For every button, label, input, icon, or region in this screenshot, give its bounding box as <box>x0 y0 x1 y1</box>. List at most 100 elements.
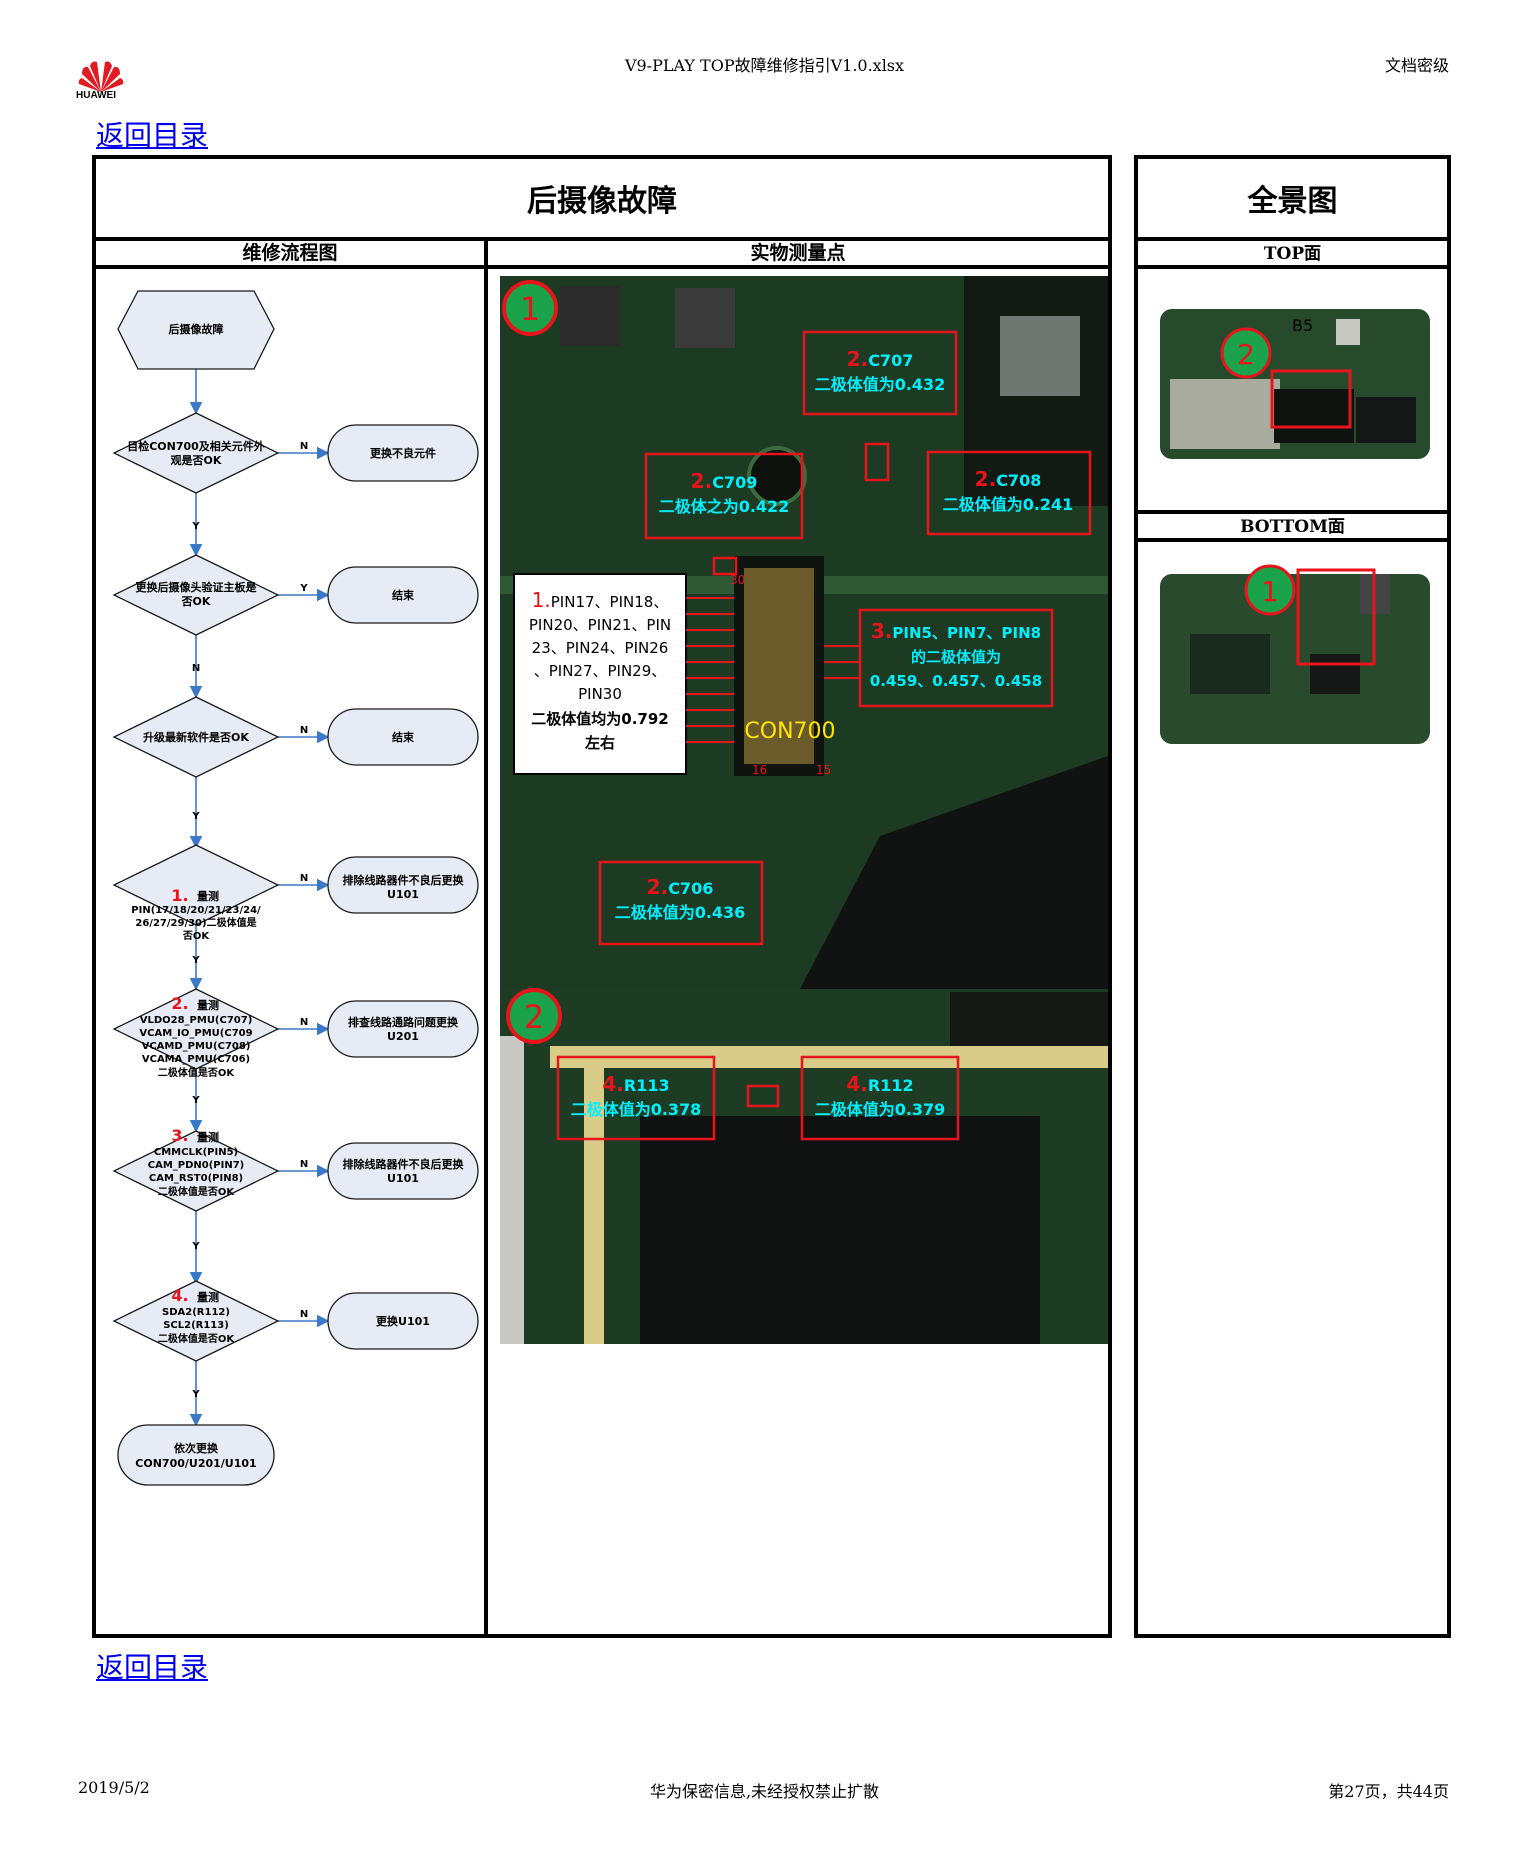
svg-text:1.PIN17、PIN18、: 1.PIN17、PIN18、 <box>532 588 669 612</box>
flow-no-label: N <box>300 1017 308 1028</box>
pins-main-line4: 、PIN27、PIN29、 <box>534 662 667 680</box>
flow-decision-6-line5: 二极体值是否OK <box>158 1185 236 1198</box>
svg-text:2.C707: 2.C707 <box>847 347 914 371</box>
marker-1-icon <box>502 280 558 336</box>
column-divider <box>484 241 488 1634</box>
flow-decision-3: 升级最新软件是否OK <box>143 730 249 744</box>
back-to-toc-link-top[interactable]: 返回目录 <box>96 119 209 152</box>
pins-main-line7: 左右 <box>584 734 615 752</box>
pins-main-line1: PIN17、PIN18、 <box>551 593 669 611</box>
flow-start-label: 后摄像故障 <box>169 322 224 336</box>
bottom-side-label: BOTTOM面 <box>1138 510 1447 542</box>
flow-decision-6-line4: CAM_RST0(PIN8) <box>149 1173 243 1184</box>
top-marker-icon <box>1220 327 1272 379</box>
measurement-board-photos: 1 2.C707 二极体值为0.432 2.C709 二极体之为0.422 2.… <box>500 276 1108 1344</box>
flow-action-1: 更换不良元件 <box>370 446 436 460</box>
marker-1-label: 1 <box>520 290 540 328</box>
flow-no-label: N <box>300 873 308 884</box>
flow-decision-7: 量测 <box>197 1290 219 1304</box>
flow-no-label: N <box>300 441 308 452</box>
footer-date: 2019/5/2 <box>78 1778 150 1797</box>
flow-end: 依次更换 <box>174 1441 219 1455</box>
c709-num: 2. <box>691 469 713 493</box>
r113-value: 二极体值为0.378 <box>571 1100 702 1119</box>
top-board-thumbnail: B5 2 <box>1160 309 1430 459</box>
svg-text:2.C708: 2.C708 <box>975 467 1042 491</box>
security-level: 文档密级 <box>1384 56 1449 75</box>
c707-value: 二极体值为0.432 <box>815 375 946 394</box>
bottom-marker-icon <box>1244 564 1296 616</box>
pins-side-num: 3. <box>871 619 893 643</box>
flow-decision-7-line4: 二极体值是否OK <box>158 1332 236 1345</box>
flow-action-2: 结束 <box>391 588 415 602</box>
pins-main-num: 1. <box>532 588 551 612</box>
flow-decision-5-line3: VCAM_IO_PMU(C709 <box>139 1028 252 1039</box>
flow-no-label: N <box>300 725 308 736</box>
marker-2-label: 2 <box>524 998 544 1036</box>
c708-ref: C708 <box>996 471 1041 490</box>
pin-30-label: 30 <box>730 573 745 587</box>
flow-action-6-line2: U101 <box>387 1172 419 1185</box>
top-marker-label: 2 <box>1237 338 1255 371</box>
flow-yes-label: Y <box>191 1241 200 1252</box>
c706-value: 二极体值为0.436 <box>615 903 746 922</box>
flow-no-label: N <box>300 1159 308 1170</box>
svg-text:2.C706: 2.C706 <box>647 875 714 899</box>
svg-text:4.R113: 4.R113 <box>602 1072 669 1096</box>
flow-action-5: 排查线路通路问题更换 <box>348 1015 459 1029</box>
flow-decision-4-line4: 否OK <box>182 930 211 942</box>
flow-decision-2: 更换后摄像头验证主板是 <box>136 580 258 594</box>
flow-yes-label: Y <box>299 583 308 594</box>
flow-step-num-1: 1. <box>171 886 188 905</box>
flow-start-shape <box>117 290 275 370</box>
pin-16-label: 16 <box>752 763 767 777</box>
flow-action-5-line2: U201 <box>387 1030 419 1043</box>
flow-decision-5-line4: VCAMD_PMU(C708) <box>142 1041 251 1052</box>
pins-main-line2: PIN20、PIN21、PIN <box>529 616 671 634</box>
c707-ref: C707 <box>868 351 913 370</box>
flow-step-num-3: 3. <box>171 1126 188 1145</box>
flow-decision-7-line3: SCL2(R113) <box>163 1320 229 1331</box>
footer-page-number: 第27页，共44页 <box>1328 1782 1449 1801</box>
top-thumb-silk: B5 <box>1292 316 1313 335</box>
flow-decision-5-line5: VCAMA_PMU(C706) <box>142 1054 250 1065</box>
flow-action-4-line2: U101 <box>387 888 419 901</box>
marker-2-icon <box>506 988 562 1044</box>
flow-action-4: 排除线路器件不良后更换 <box>343 873 465 887</box>
svg-text:4.R112: 4.R112 <box>846 1072 913 1096</box>
svg-text:3.PIN5、PIN7、PIN8: 3.PIN5、PIN7、PIN8 <box>871 619 1041 643</box>
points-column-header: 实物测量点 <box>750 242 846 264</box>
r112-num: 4. <box>846 1072 868 1096</box>
flow-yes-label: Y <box>191 1389 200 1400</box>
flow-yes-label: Y <box>191 955 200 966</box>
huawei-logo <box>78 61 124 92</box>
flow-action-6: 排除线路器件不良后更换 <box>343 1157 465 1171</box>
top-side-label: TOP面 <box>1138 241 1447 269</box>
flow-decision-4: 量测 <box>197 889 219 903</box>
repair-flowchart: 后摄像故障 目检CON700及相关元件外 观是否OK 更换不良元件 更换后摄像头… <box>112 290 479 1486</box>
pins-side-line1: PIN5、PIN7、PIN8 <box>892 624 1041 642</box>
flow-decision-6: 量测 <box>197 1130 219 1144</box>
flow-decision-4-line2: PIN(17/18/20/21/23/24/ <box>131 905 261 916</box>
flow-decision-5-line2: VLDO28_PMU(C707) <box>140 1015 253 1026</box>
flow-end-line2: CON700/U201/U101 <box>135 1457 256 1470</box>
overview-title: 全景图 <box>1138 159 1447 241</box>
footer-notice: 华为保密信息,未经授权禁止扩散 <box>649 1782 880 1801</box>
c708-num: 2. <box>975 467 997 491</box>
svg-text:2.C709: 2.C709 <box>691 469 758 493</box>
flow-action-7: 更换U101 <box>376 1314 430 1328</box>
pins-side-line3: 0.459、0.457、0.458 <box>870 672 1042 690</box>
flow-yes-label: Y <box>191 521 200 532</box>
overview-panel: 全景图 TOP面 BOTTOM面 B5 2 1 <box>1134 155 1451 1638</box>
r112-value: 二极体值为0.379 <box>815 1100 946 1119</box>
flow-no-label: N <box>192 663 200 674</box>
r113-num: 4. <box>602 1072 624 1096</box>
c706-num: 2. <box>647 875 669 899</box>
pin-15-label: 15 <box>816 763 831 777</box>
flow-action-3: 结束 <box>391 730 415 744</box>
c708-value: 二极体值为0.241 <box>943 495 1074 514</box>
pins-main-line3: 23、PIN24、PIN26 <box>532 639 669 657</box>
back-to-toc-link-bottom[interactable]: 返回目录 <box>96 1651 209 1684</box>
bottom-marker-label: 1 <box>1261 575 1279 608</box>
con700-label: CON700 <box>744 719 835 744</box>
